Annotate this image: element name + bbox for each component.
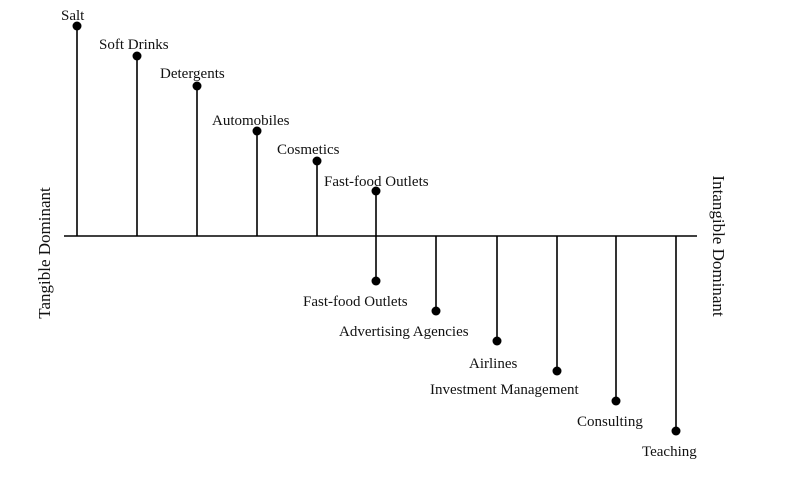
spectrum-item: Consulting <box>577 236 643 430</box>
item-label: Teaching <box>642 444 697 460</box>
item-dot <box>132 51 142 61</box>
item-label: Fast-food Outlets <box>324 174 429 190</box>
item-dot <box>312 156 322 166</box>
item-label: Soft Drinks <box>99 37 169 53</box>
spectrum-item: Advertising Agencies <box>339 236 469 340</box>
item-dot <box>552 366 562 376</box>
item-label: Investment Management <box>430 382 580 398</box>
spectrum-item: Airlines <box>469 236 517 372</box>
item-label: Airlines <box>469 356 517 372</box>
item-label: Cosmetics <box>277 142 340 158</box>
right-axis-label: Intangible Dominant <box>709 175 728 316</box>
item-label: Fast-food Outlets <box>303 294 408 310</box>
left-axis-label: Tangible Dominant <box>35 187 54 319</box>
item-dot <box>611 396 621 406</box>
item-label: Automobiles <box>212 113 290 129</box>
spectrum-item: Investment Management <box>430 236 580 398</box>
item-dot <box>431 306 441 316</box>
spectrum-item: Fast-food Outlets <box>303 236 408 310</box>
item-dot <box>492 336 502 346</box>
item-dot <box>72 21 82 31</box>
spectrum-item: Fast-food Outlets <box>324 174 429 236</box>
item-dot <box>371 186 381 196</box>
item-label: Consulting <box>577 414 643 430</box>
spectrum-item: Automobiles <box>212 113 290 236</box>
item-label: Advertising Agencies <box>339 324 469 340</box>
item-dot <box>252 126 262 136</box>
item-dot <box>671 426 681 436</box>
item-dot <box>371 276 381 286</box>
spectrum-item: Soft Drinks <box>99 37 169 236</box>
spectrum-item: Salt <box>61 8 85 236</box>
spectrum-item: Teaching <box>642 236 697 460</box>
item-dot <box>192 81 202 91</box>
spectrum-item: Cosmetics <box>277 142 340 236</box>
spectrum-item: Detergents <box>160 66 225 236</box>
item-label: Salt <box>61 8 85 24</box>
item-label: Detergents <box>160 66 225 82</box>
